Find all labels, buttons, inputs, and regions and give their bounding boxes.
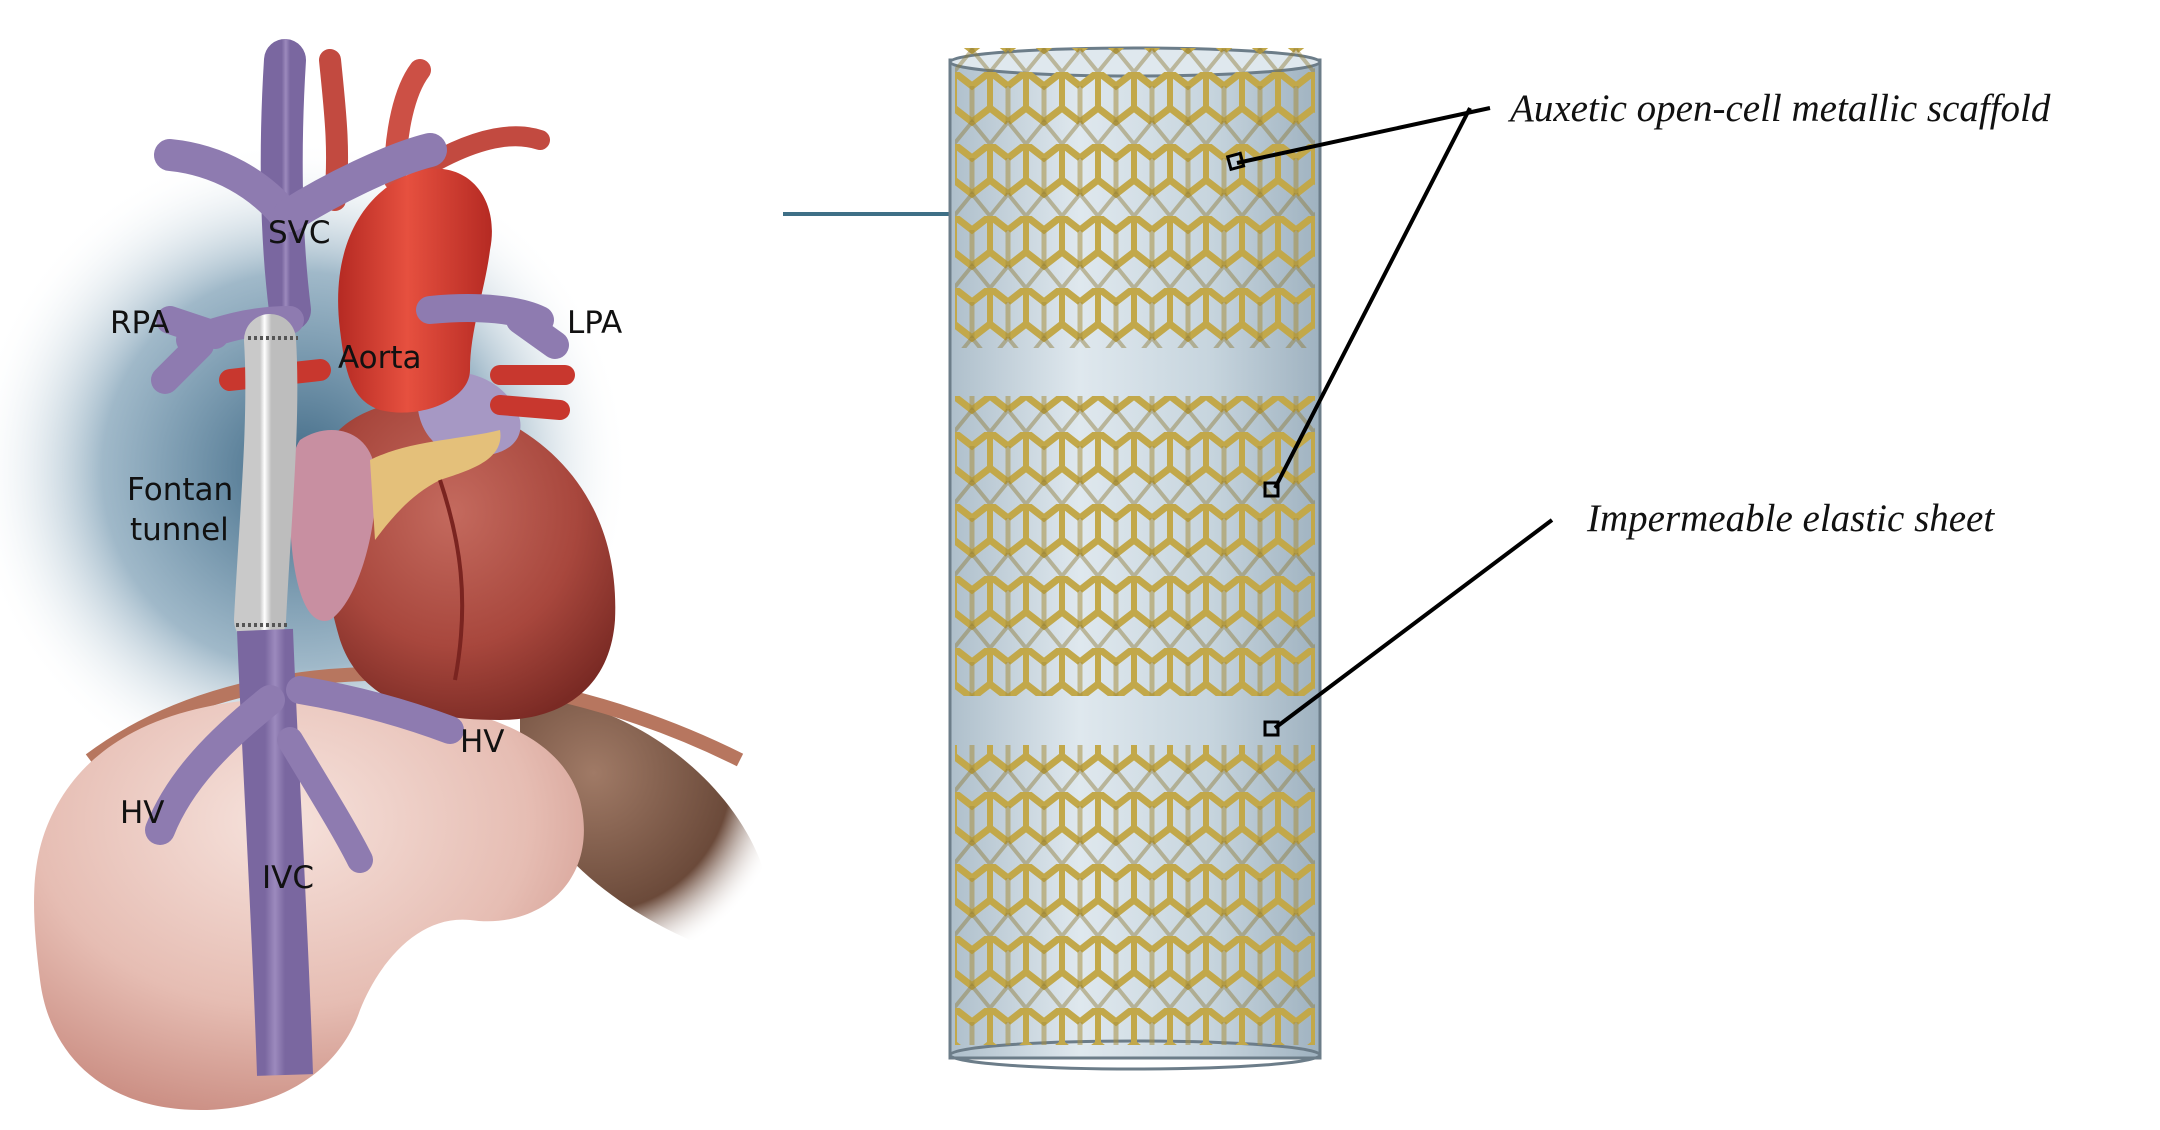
svc-label: SVC [268, 215, 331, 251]
heart-anatomy-illustration: SVC RPA LPA Aorta Fontan tunnel HV HV IV… [0, 60, 765, 1110]
hv-right-label: HV [460, 724, 505, 760]
scaffold-ring-top [955, 48, 1315, 348]
lpa-label: LPA [567, 305, 622, 341]
hv-left-label: HV [120, 795, 165, 831]
svc-vein [282, 60, 290, 310]
callouts: Auxetic open-cell metallic scaffold Impe… [1228, 87, 2051, 735]
rpa-label: RPA [110, 305, 169, 341]
stent-graft [950, 48, 1320, 1069]
scaffold-callout-label: Auxetic open-cell metallic scaffold [1507, 87, 2051, 130]
sheet-callout-label: Impermeable elastic sheet [1586, 497, 1995, 540]
ivc-label: IVC [262, 860, 314, 896]
fontan-label-line1: Fontan [127, 472, 233, 508]
aorta-label: Aorta [338, 340, 422, 376]
scaffold-ring-bottom [955, 745, 1315, 1045]
scaffold-ring-middle [955, 396, 1315, 696]
fontan-label-line2: tunnel [130, 512, 229, 548]
fontan-tunnel [260, 340, 271, 620]
